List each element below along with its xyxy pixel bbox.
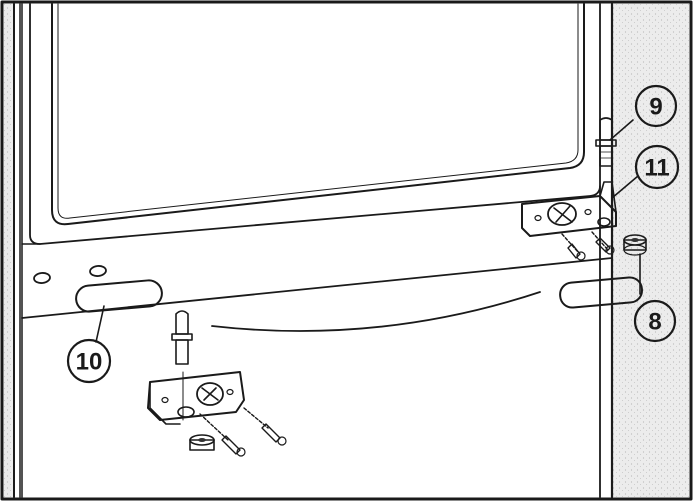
hinge-pin-lower [171,310,193,365]
callout-8: 8 [633,299,677,343]
cover-plate-10 [75,279,163,313]
left-wall [4,3,21,498]
hinge-pin-9 [595,117,617,167]
callout-9: 9 [634,84,678,128]
callout-10: 10 [66,338,112,384]
callout-11: 11 [634,144,680,190]
hinge-bracket-lower [147,371,245,425]
door-window [51,3,585,226]
leader-lines [95,119,641,343]
swing-arc [211,291,541,332]
slot-right [559,276,643,309]
appliance-body [21,3,613,498]
callout-10-label: 10 [76,349,103,376]
callout-9-label: 9 [649,94,662,121]
callout-8-label: 8 [648,309,661,336]
washer-lower [189,434,215,451]
screws-lower [199,407,287,457]
washer-8 [623,234,647,256]
callout-11-label: 11 [644,155,669,182]
hinge-bracket-11 [521,181,617,237]
hinge-holes [33,265,107,284]
screws-upper [561,231,615,261]
